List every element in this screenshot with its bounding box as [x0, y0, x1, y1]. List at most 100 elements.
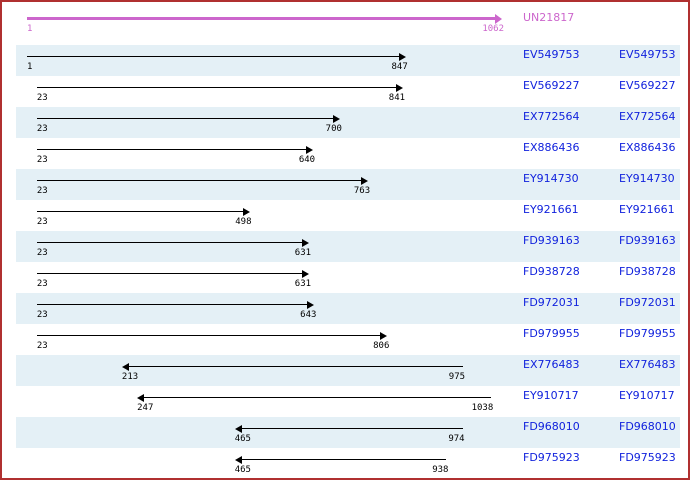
coord-start-label: 23 — [36, 341, 48, 351]
alignment-track[interactable]: 465 938 — [2, 448, 688, 478]
coord-end-label: 938 — [432, 465, 449, 475]
alignment-bar — [241, 428, 463, 429]
accession-label-2[interactable]: FD975923 — [619, 451, 676, 464]
row-stripe — [16, 293, 680, 324]
alignment-track[interactable]: 465 974 — [2, 417, 688, 448]
alignment-bar — [128, 366, 464, 367]
accession-label-2[interactable]: EV549753 — [619, 48, 676, 61]
row-stripe — [16, 107, 680, 138]
coord-end-label: 640 — [298, 155, 316, 165]
alignment-bar — [27, 56, 399, 57]
coord-start-label: 23 — [36, 248, 48, 258]
row-stripe — [16, 45, 680, 76]
row-stripe — [16, 169, 680, 200]
accession-label-1[interactable]: EY921661 — [523, 203, 579, 216]
accession-label-2[interactable]: EX772564 — [619, 110, 676, 123]
alignment-bar — [36, 87, 397, 88]
accession-label-1[interactable]: EV549753 — [523, 48, 580, 61]
alignment-track[interactable]: 23 806 — [2, 324, 688, 355]
accession-label-1[interactable]: FD979955 — [523, 327, 580, 340]
accession-label-1[interactable]: EY910717 — [523, 389, 579, 402]
arrow-head-right-icon — [302, 270, 310, 278]
coord-end-label: 841 — [388, 93, 406, 103]
alignment-bar — [36, 242, 303, 243]
coord-end-label: 700 — [325, 124, 342, 134]
accession-label-2[interactable]: EY914730 — [619, 172, 675, 185]
arrow-head-right-icon — [306, 146, 314, 154]
accession-label-1[interactable]: FD939163 — [523, 234, 580, 247]
query-track[interactable]: 1 1062 — [2, 7, 688, 38]
row-stripe — [16, 417, 680, 448]
accession-label-2[interactable]: FD938728 — [619, 265, 676, 278]
coord-start-label: 23 — [36, 279, 48, 289]
row-stripe — [16, 231, 680, 262]
alignment-bar — [36, 180, 362, 181]
coord-start-label: 213 — [121, 372, 139, 382]
accession-label-1[interactable]: EX772564 — [523, 110, 580, 123]
alignment-track[interactable]: 23 700 — [2, 107, 688, 138]
coord-end-label: 763 — [353, 186, 371, 196]
coord-end-label: 1038 — [471, 403, 494, 413]
accession-label-2[interactable]: EX886436 — [619, 141, 676, 154]
coord-start-label: 23 — [36, 310, 48, 320]
alignment-bar — [36, 273, 303, 274]
coord-start-label: 23 — [36, 93, 48, 103]
alignment-bar — [36, 335, 381, 336]
accession-label-2[interactable]: EV569227 — [619, 79, 676, 92]
accession-label-1[interactable]: EY914730 — [523, 172, 579, 185]
alignment-track[interactable]: 23 643 — [2, 293, 688, 324]
accession-label-1[interactable]: EX886436 — [523, 141, 580, 154]
accession-label-1[interactable]: FD975923 — [523, 451, 580, 464]
arrow-head-left-icon — [234, 425, 242, 433]
coord-end-label: 806 — [373, 341, 390, 351]
alignment-track[interactable]: 23 631 — [2, 262, 688, 293]
accession-label-2[interactable]: EY910717 — [619, 389, 675, 402]
coord-start-label: 465 — [234, 465, 251, 475]
accession-label-2[interactable]: FD939163 — [619, 234, 676, 247]
accession-label-1[interactable]: FD938728 — [523, 265, 580, 278]
accession-label-1[interactable]: EX776483 — [523, 358, 580, 371]
accession-label-2[interactable]: EY921661 — [619, 203, 675, 216]
arrow-head-right-icon — [242, 208, 250, 216]
alignment-track[interactable]: 23 763 — [2, 169, 688, 200]
arrow-head-left-icon — [121, 363, 129, 371]
arrow-head-right-icon — [380, 332, 388, 340]
arrow-head-right-icon — [302, 239, 310, 247]
alignment-bar — [36, 304, 308, 305]
accession-label-2[interactable]: FD972031 — [619, 296, 676, 309]
coord-start-label: 23 — [36, 186, 48, 196]
accession-label-2[interactable]: FD968010 — [619, 420, 676, 433]
accession-label-2[interactable]: EX776483 — [619, 358, 676, 371]
coord-start-label: 23 — [36, 124, 48, 134]
alignment-track[interactable]: 247 1038 — [2, 386, 688, 417]
alignment-bar — [36, 149, 307, 150]
coord-start-label: 1 — [27, 24, 33, 34]
accession-label-1[interactable]: EV569227 — [523, 79, 580, 92]
coord-start-label: 23 — [36, 155, 48, 165]
coord-end-label: 643 — [300, 310, 317, 320]
arrow-head-right-icon — [332, 115, 340, 123]
arrow-head-left-icon — [234, 456, 242, 464]
alignment-track[interactable]: 23 640 — [2, 138, 688, 169]
coord-end-label: 631 — [294, 279, 312, 289]
coord-end-label: 631 — [294, 248, 312, 258]
arrow-head-right-icon — [307, 301, 315, 309]
accession-label-2[interactable]: FD979955 — [619, 327, 676, 340]
alignment-track[interactable]: 23 631 — [2, 231, 688, 262]
coord-end-label: 974 — [448, 434, 465, 444]
alignment-bar — [241, 459, 447, 460]
coord-end-label: 1062 — [482, 24, 504, 34]
accession-label-1[interactable]: FD968010 — [523, 420, 580, 433]
coord-end-label: 498 — [235, 217, 252, 227]
coord-start-label: 247 — [137, 403, 154, 413]
coord-end-label: 847 — [391, 62, 408, 72]
accession-label-1[interactable]: FD972031 — [523, 296, 580, 309]
query-name-label[interactable]: UN21817 — [523, 11, 575, 24]
alignment-track[interactable]: 23 841 — [2, 76, 688, 107]
coord-start-label: 465 — [234, 434, 251, 444]
arrow-head-right-icon — [396, 84, 404, 92]
